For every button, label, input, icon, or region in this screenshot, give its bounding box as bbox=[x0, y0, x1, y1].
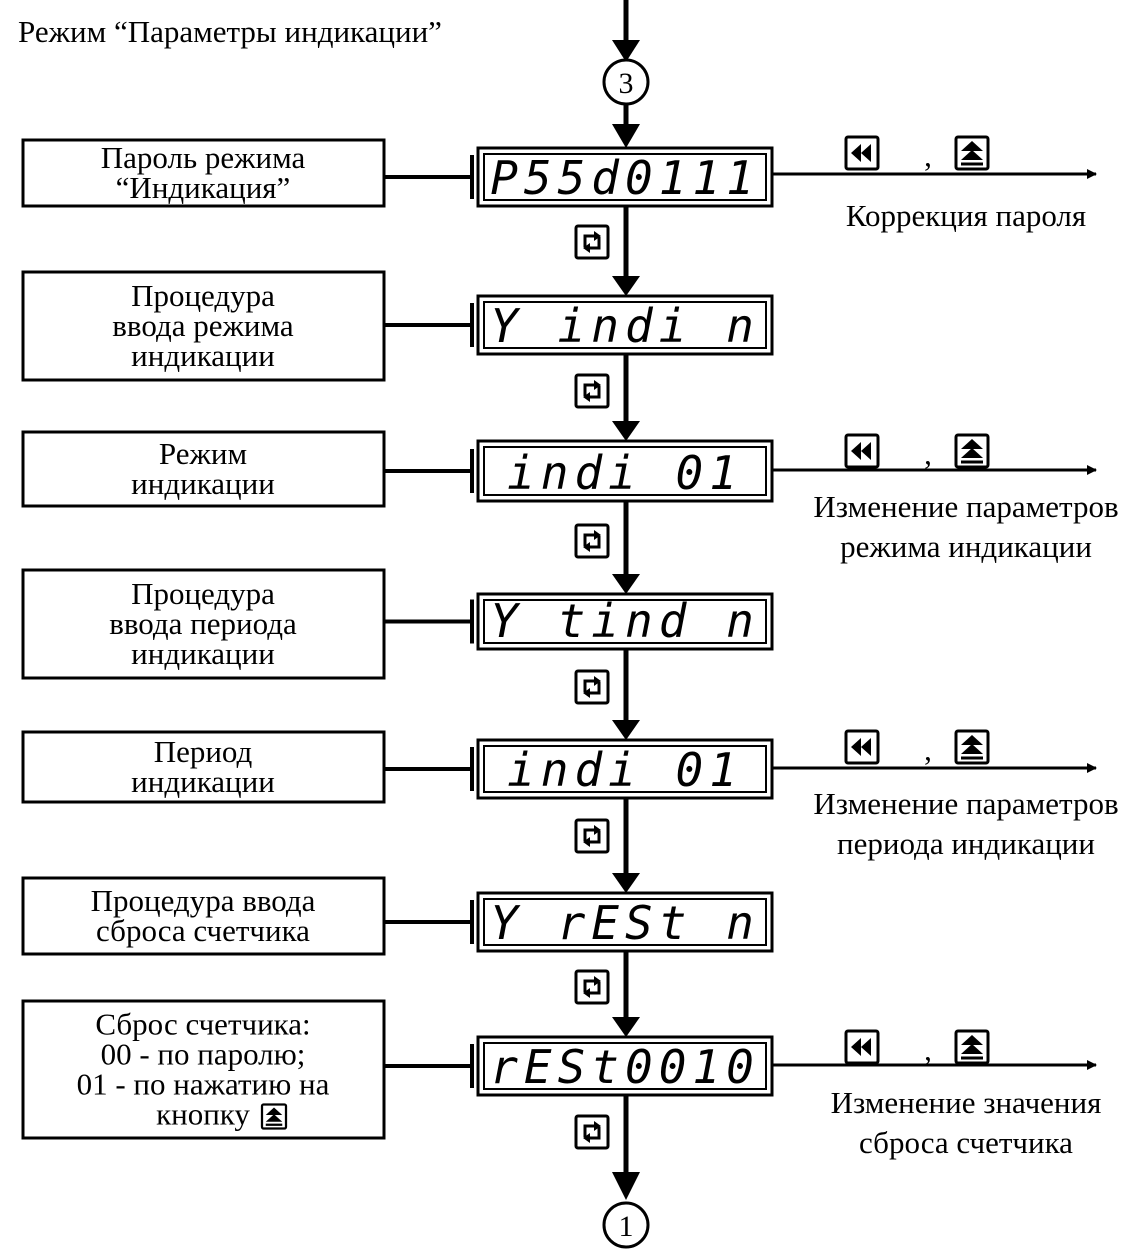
flow-arrowhead bbox=[612, 873, 640, 893]
cycle-key-icon bbox=[574, 969, 610, 1005]
action-text: Коррекция пароля bbox=[846, 198, 1086, 233]
flow-arrowhead bbox=[612, 276, 640, 296]
cycle-key-icon bbox=[574, 373, 610, 409]
exit-connector: 1 bbox=[602, 1095, 650, 1249]
label-line: индикации bbox=[131, 466, 275, 501]
label-box bbox=[21, 568, 386, 680]
label-box bbox=[21, 430, 386, 508]
action-text: режима индикации bbox=[840, 529, 1092, 564]
cycle-key-icon bbox=[574, 669, 610, 705]
label-line: “Индикация” bbox=[116, 170, 291, 205]
display-frame bbox=[476, 439, 774, 503]
label-line: кнопку bbox=[156, 1097, 250, 1132]
label-line: ввода режима bbox=[112, 308, 294, 343]
flow-arrowhead bbox=[612, 720, 640, 740]
label-line: Период bbox=[154, 734, 253, 769]
label-line: индикации bbox=[131, 764, 275, 799]
label-box bbox=[21, 270, 386, 382]
flow-arrowhead bbox=[612, 421, 640, 441]
display-inner-frame bbox=[483, 301, 767, 349]
label-line: 01 - по нажатию на bbox=[77, 1067, 330, 1102]
label-line: 00 - по паролю; bbox=[101, 1037, 306, 1072]
cycle-key-icon bbox=[574, 1114, 610, 1150]
label-box bbox=[21, 999, 386, 1140]
action-text: Изменение значения bbox=[831, 1085, 1102, 1120]
display-inner-frame bbox=[483, 745, 767, 793]
action-text: Изменение параметров bbox=[813, 786, 1118, 821]
up-arrow-key-icon bbox=[954, 1029, 990, 1065]
key-separator: , bbox=[924, 1032, 932, 1067]
connector-1-label: 1 bbox=[619, 1210, 634, 1243]
left-double-arrow-key-icon bbox=[844, 433, 880, 469]
display-inner-frame bbox=[483, 599, 767, 644]
up-arrow-key-icon bbox=[954, 433, 990, 469]
steps-layer: Пароль режима“Индикация” P55d0111, Коррекц… bbox=[21, 135, 1119, 1160]
display-readout: rESt0010 bbox=[490, 1040, 760, 1094]
label-line: индикации bbox=[131, 636, 275, 671]
entry-connector: 3 bbox=[602, 0, 650, 148]
action-text: Изменение параметров bbox=[813, 489, 1118, 524]
flow-arrowhead bbox=[612, 574, 640, 594]
action-branch: , Коррекция пароля bbox=[772, 135, 1097, 233]
display-inner-frame bbox=[483, 898, 767, 946]
label-line: индикации bbox=[131, 338, 275, 373]
display-inner-frame bbox=[483, 446, 767, 496]
cycle-key-icon bbox=[574, 523, 610, 559]
label-line: Пароль режима bbox=[101, 140, 306, 175]
step-7: Сброс счетчика:00 - по паролю;01 - по на… bbox=[21, 999, 1102, 1160]
label-line: Процедура bbox=[131, 278, 275, 313]
label-line: ввода периода bbox=[109, 606, 297, 641]
action-text: периода индикации bbox=[837, 826, 1095, 861]
key-separator: , bbox=[924, 138, 932, 173]
action-text: сброса счетчика bbox=[859, 1125, 1073, 1160]
step-1: Пароль режима“Индикация” P55d0111, Коррекц… bbox=[21, 135, 1097, 296]
flow-arrowhead bbox=[612, 1017, 640, 1037]
display-readout: Y rESt n bbox=[490, 896, 760, 950]
action-branch: , Изменение параметров режима индикации bbox=[772, 433, 1119, 564]
action-branch: , Изменение параметров периода индикации bbox=[772, 729, 1119, 861]
display-readout: Y indi n bbox=[490, 299, 760, 353]
cycle-key-icon bbox=[574, 818, 610, 854]
left-double-arrow-key-icon bbox=[844, 1029, 880, 1065]
key-separator: , bbox=[924, 436, 932, 471]
up-arrow-key-icon bbox=[260, 1103, 288, 1130]
display-frame bbox=[476, 294, 774, 356]
key-separator: , bbox=[924, 732, 932, 767]
label-line: сброса счетчика bbox=[96, 913, 310, 948]
display-inner-frame bbox=[483, 1042, 767, 1090]
label-box bbox=[21, 876, 386, 956]
label-line: Процедура ввода bbox=[91, 883, 316, 918]
display-readout: P55d0111 bbox=[490, 151, 760, 205]
display-inner-frame bbox=[483, 153, 767, 201]
label-box bbox=[21, 138, 386, 208]
display-frame bbox=[476, 592, 774, 651]
action-branch: , Изменение значения сброса счетчика bbox=[772, 1029, 1102, 1160]
display-readout: indi 01 bbox=[507, 743, 743, 797]
label-line: Процедура bbox=[131, 576, 275, 611]
label-line: Сброс счетчика: bbox=[95, 1007, 310, 1042]
left-double-arrow-key-icon bbox=[844, 135, 880, 171]
diagram-title: Режим “Параметры индикации” bbox=[18, 14, 442, 49]
connector-3-label: 3 bbox=[619, 67, 634, 100]
up-arrow-key-icon bbox=[954, 729, 990, 765]
display-readout: indi 01 bbox=[507, 446, 743, 500]
display-readout: Y tind n bbox=[490, 594, 760, 648]
label-box bbox=[21, 730, 386, 804]
display-frame bbox=[476, 891, 774, 953]
label-line: Режим bbox=[159, 436, 247, 471]
cycle-key-icon bbox=[574, 224, 610, 260]
up-arrow-key-icon bbox=[954, 135, 990, 171]
left-double-arrow-key-icon bbox=[844, 729, 880, 765]
